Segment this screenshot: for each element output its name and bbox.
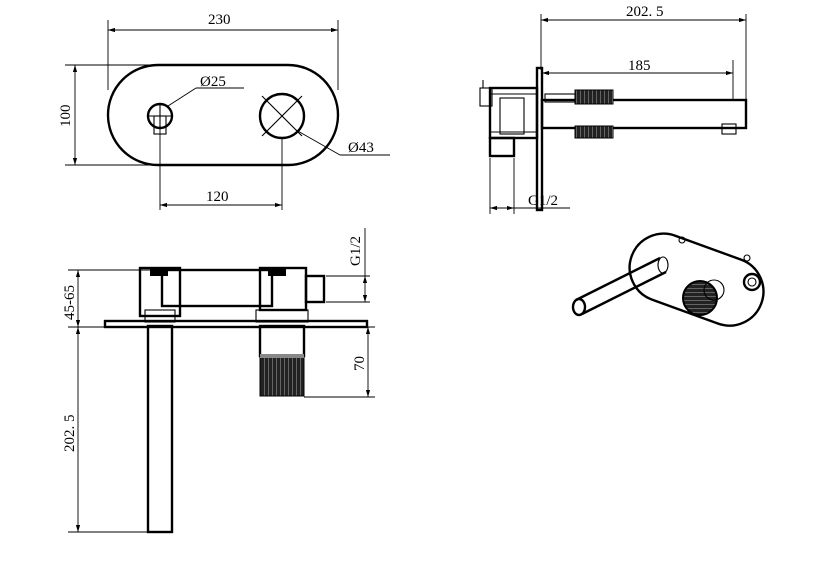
iso-knurled-handle — [682, 280, 718, 316]
dim-top-thread-label: G1/2 — [348, 236, 364, 266]
side-view: 202. 5 185 G1/2 — [479, 4, 748, 214]
dim-handle-length-label: 70 — [352, 356, 368, 371]
dim-height-label: 100 — [58, 105, 74, 128]
dim-spout-diameter-label: Ø43 — [348, 140, 374, 156]
side-knurled-handle — [574, 89, 614, 105]
front-view: 230 100 Ø25 Ø43 120 — [58, 12, 390, 210]
dim-width-label: 230 — [208, 12, 231, 28]
isometric-view — [571, 232, 765, 327]
top-wall-plate — [103, 319, 369, 329]
wall-plate-outline — [106, 63, 340, 167]
dim-side-thread-label: G1/2 — [528, 193, 558, 209]
dim-top-spout-label: 202. 5 — [62, 415, 78, 453]
top-spout — [146, 324, 174, 534]
dim-overall-label: 202. 5 — [626, 4, 664, 20]
dim-spacing-label: 120 — [206, 189, 229, 205]
side-spout — [540, 98, 748, 130]
dim-spout-length-label: 185 — [628, 58, 651, 74]
top-view: G1/2 45-65 202. 5 70 — [62, 228, 375, 534]
dim-depth-range-label: 45-65 — [62, 285, 78, 320]
top-knurled-handle — [259, 355, 305, 397]
dim-handle-diameter-label: Ø25 — [200, 74, 226, 90]
iso-wall-plate — [628, 232, 765, 327]
